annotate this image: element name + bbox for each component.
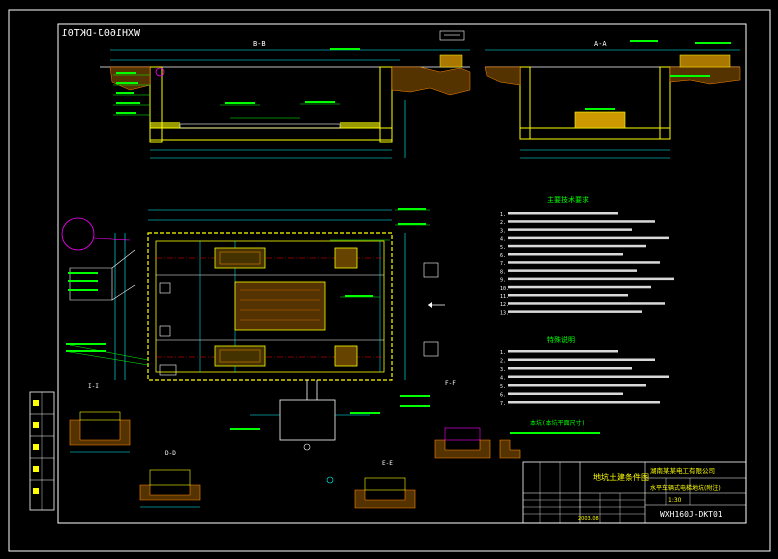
note-number: 4. bbox=[500, 237, 506, 243]
note-number: 3. bbox=[500, 367, 506, 373]
mirrored-drawing-id: WXH160J-DKT01 bbox=[62, 28, 140, 39]
pad-center bbox=[234, 281, 326, 331]
note-text-line bbox=[508, 302, 665, 305]
note-text-line bbox=[508, 253, 623, 256]
note-text-line bbox=[508, 358, 655, 361]
other-notes-title: 特殊说明 bbox=[547, 335, 575, 344]
title-block: 地坑土建条件图 湖南某某电工有限公司 水平车辆式电梯地坑(附注) 1:30 20… bbox=[522, 461, 747, 524]
note-number: 8. bbox=[500, 269, 506, 275]
drawing-number: WXH160J-DKT01 bbox=[660, 510, 723, 519]
note-number: 6. bbox=[500, 393, 506, 399]
note-text-line bbox=[508, 294, 628, 297]
main-notes-title: 主要技术要求 bbox=[547, 195, 589, 204]
svg-text:I-I: I-I bbox=[88, 383, 99, 390]
note-number: 7. bbox=[500, 401, 506, 407]
section-ee: E-E bbox=[354, 460, 416, 509]
section-ff: F-F bbox=[434, 380, 521, 459]
section-dd: D-D bbox=[139, 450, 201, 508]
note-text-line bbox=[508, 220, 655, 223]
pit-hatch-left bbox=[150, 122, 180, 128]
note-text-line bbox=[508, 285, 651, 289]
note-number: 6. bbox=[500, 253, 506, 259]
note-number: 1. bbox=[500, 350, 506, 356]
note-text-line bbox=[508, 367, 632, 370]
note-text-line bbox=[508, 310, 642, 313]
note-text-line bbox=[508, 261, 660, 264]
note-text-line bbox=[508, 350, 618, 353]
pit-inner-wall bbox=[155, 240, 385, 373]
date-value: 2003.08 bbox=[578, 516, 599, 522]
note-number: 3. bbox=[500, 228, 506, 234]
note-text-line bbox=[508, 392, 623, 395]
detail-callout-circle bbox=[61, 217, 95, 251]
note-text-line bbox=[508, 269, 637, 272]
aa-equipment-block bbox=[574, 111, 626, 129]
sheet-frame-inner bbox=[57, 23, 747, 524]
note-number: 10. bbox=[500, 286, 509, 292]
svg-text:E-E: E-E bbox=[382, 460, 393, 467]
note-text-line bbox=[508, 384, 646, 387]
note-text-line bbox=[508, 212, 618, 215]
pad-top-left bbox=[214, 247, 266, 269]
note-number: 9. bbox=[500, 278, 506, 284]
note-text-line bbox=[508, 401, 660, 404]
note-text-line bbox=[508, 244, 646, 248]
pit-outer-wall bbox=[147, 232, 393, 381]
drain-circle bbox=[155, 67, 165, 77]
svg-text:F-F: F-F bbox=[445, 380, 456, 387]
sheet-frame-outer bbox=[8, 9, 771, 552]
revision-column bbox=[29, 391, 55, 511]
direction-arrow-box bbox=[439, 30, 465, 41]
section-bb: B-B bbox=[100, 30, 471, 159]
fire-notes-title: 本坑(本坑平面尺寸) bbox=[530, 419, 585, 427]
pad-bottom-right bbox=[334, 345, 358, 367]
note-number: 5. bbox=[500, 245, 506, 251]
drawing-subtitle: 水平车辆式电梯地坑(附注) bbox=[650, 484, 721, 492]
sump-box bbox=[279, 399, 336, 441]
company-name: 湖南某某电工有限公司 bbox=[650, 466, 715, 475]
notes-block: 主要技术要求 1. 2. 3. 4. 5. 6. 7. 8. 9. 10. 11. 12. 13. 特殊… bbox=[500, 195, 674, 434]
scale-value: 1:30 bbox=[668, 497, 682, 504]
svg-text:D-D: D-D bbox=[165, 450, 176, 457]
pit-plan-view bbox=[61, 208, 445, 484]
note-number: 12. bbox=[500, 302, 509, 308]
section-ii: I-I bbox=[69, 383, 131, 453]
section-aa: A-A bbox=[484, 40, 741, 159]
note-text-line bbox=[508, 236, 669, 240]
note-text-line bbox=[508, 277, 674, 281]
note-number: 1. bbox=[500, 212, 506, 218]
sheet-title: 地坑土建条件图 bbox=[593, 472, 649, 482]
note-text-line bbox=[508, 228, 632, 231]
pad-top-right bbox=[334, 247, 358, 269]
note-number: 5. bbox=[500, 384, 506, 390]
note-number: 2. bbox=[500, 220, 506, 226]
note-number: 4. bbox=[500, 376, 506, 382]
section-aa-label: A-A bbox=[594, 40, 607, 48]
note-number: 13. bbox=[500, 310, 509, 316]
note-number: 7. bbox=[500, 261, 506, 267]
note-number: 2. bbox=[500, 359, 506, 365]
pad-bottom-left bbox=[214, 345, 266, 367]
note-number: 11. bbox=[500, 294, 509, 300]
pit-hatch-right bbox=[340, 122, 380, 128]
note-text-line bbox=[508, 375, 669, 378]
section-bb-label: B-B bbox=[253, 40, 266, 48]
